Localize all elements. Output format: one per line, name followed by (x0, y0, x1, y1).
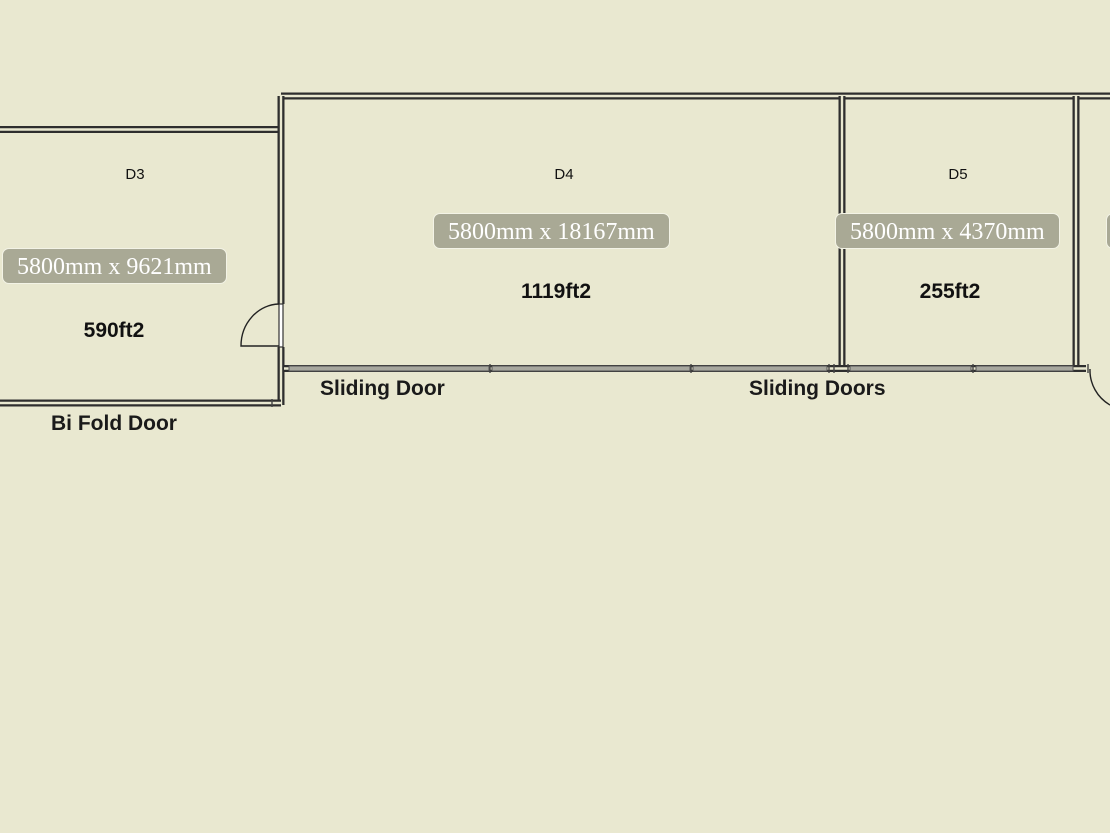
dimension-badge-d4: 5800mm x 18167mm (433, 213, 670, 249)
sliding-door-panel-4 (849, 365, 972, 372)
room-label-d5: D5 (948, 166, 968, 183)
dimension-badge-offscreen (1106, 213, 1110, 249)
swing-door-leaf (278, 303, 284, 348)
sliding-door-panel-3 (692, 365, 828, 372)
sliding-doors-label: Sliding Doors (749, 377, 886, 400)
swing-door-arc-right (1089, 368, 1110, 406)
swing-door-arc (240, 303, 280, 347)
area-label-d3: 590ft2 (83, 319, 145, 342)
sliding-door-panel-1 (288, 365, 490, 372)
bi-fold-door-label: Bi Fold Door (51, 412, 177, 435)
dimension-badge-d3: 5800mm x 9621mm (2, 248, 227, 284)
room-label-d3: D3 (125, 166, 145, 183)
sliding-door-label: Sliding Door (320, 377, 445, 400)
area-label-d5: 255ft2 (919, 280, 981, 303)
area-label-d4: 1119ft2 (520, 280, 592, 303)
sliding-door-panel-5 (975, 365, 1074, 372)
sliding-door-panel-2 (491, 365, 691, 372)
dimension-badge-d5: 5800mm x 4370mm (835, 213, 1060, 249)
room-label-d4: D4 (554, 166, 574, 183)
